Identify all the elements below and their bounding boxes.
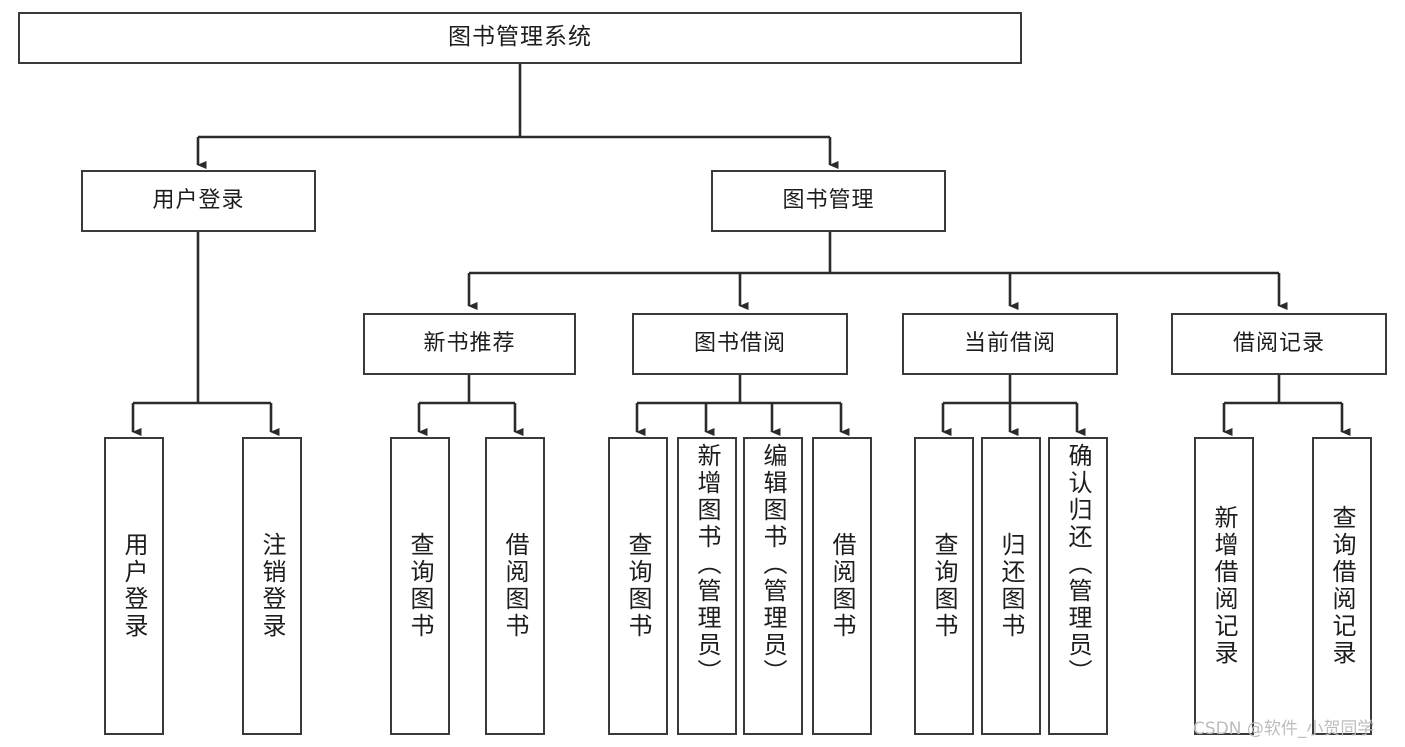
- connector-group-new-book: [417, 375, 524, 436]
- leaf-book-borrow-add-book-admin[interactable]: 新增图书（管理员）: [677, 437, 737, 735]
- node-label: 用户登录: [120, 532, 148, 640]
- node-label: 图书管理: [782, 188, 875, 214]
- node-label: 查询图书: [624, 532, 652, 640]
- leaf-current-borrow-query-books[interactable]: 查询图书: [914, 437, 974, 735]
- node-label: 用户登录: [152, 188, 245, 214]
- node-label: 注销登录: [258, 532, 286, 640]
- leaf-user-login-login[interactable]: 用户登录: [104, 437, 164, 735]
- leaf-borrow-record-add-record[interactable]: 新增借阅记录: [1194, 437, 1254, 735]
- node-user-login[interactable]: 用户登录: [81, 170, 316, 232]
- node-label: 当前借阅: [963, 331, 1056, 357]
- node-book-management[interactable]: 图书管理: [711, 170, 946, 232]
- node-label: 借阅记录: [1232, 331, 1325, 357]
- node-label: 新增借阅记录: [1210, 505, 1238, 667]
- leaf-borrow-record-query-record[interactable]: 查询借阅记录: [1312, 437, 1372, 735]
- node-label: 查询借阅记录: [1328, 505, 1356, 667]
- connector-group-book-borrow: [635, 375, 850, 436]
- connector-group-user-login: [131, 232, 280, 436]
- node-root-book-management-system[interactable]: 图书管理系统: [18, 12, 1022, 64]
- leaf-book-borrow-edit-book-admin[interactable]: 编辑图书（管理员）: [743, 437, 803, 735]
- leaf-user-login-logout[interactable]: 注销登录: [242, 437, 302, 735]
- node-label: 新增图书（管理员）: [693, 443, 721, 686]
- node-label: 借阅图书: [828, 532, 856, 640]
- leaf-book-borrow-borrow-books[interactable]: 借阅图书: [812, 437, 872, 735]
- leaf-current-borrow-confirm-return-admin[interactable]: 确认归还（管理员）: [1048, 437, 1108, 735]
- node-label: 图书管理系统: [448, 24, 592, 51]
- connector-group-root: [196, 64, 839, 169]
- node-label: 图书借阅: [693, 331, 786, 357]
- leaf-book-borrow-query-books[interactable]: 查询图书: [608, 437, 668, 735]
- node-label: 借阅图书: [501, 532, 529, 640]
- leaf-new-book-query-books[interactable]: 查询图书: [390, 437, 450, 735]
- node-label: 归还图书: [997, 532, 1025, 640]
- connector-group-current-borrow: [941, 375, 1086, 436]
- node-book-borrow[interactable]: 图书借阅: [632, 313, 848, 375]
- node-label: 确认归还（管理员）: [1064, 443, 1092, 686]
- leaf-current-borrow-return-books[interactable]: 归还图书: [981, 437, 1041, 735]
- node-label: 查询图书: [930, 532, 958, 640]
- connector-group-book-management: [467, 232, 1288, 310]
- node-label: 新书推荐: [423, 331, 516, 357]
- leaf-new-book-borrow-books[interactable]: 借阅图书: [485, 437, 545, 735]
- node-current-borrow[interactable]: 当前借阅: [902, 313, 1118, 375]
- node-label: 查询图书: [406, 532, 434, 640]
- node-new-book-recommendation[interactable]: 新书推荐: [363, 313, 576, 375]
- node-borrow-record[interactable]: 借阅记录: [1171, 313, 1387, 375]
- node-label: 编辑图书（管理员）: [759, 443, 787, 686]
- connector-group-borrow-record: [1222, 375, 1351, 436]
